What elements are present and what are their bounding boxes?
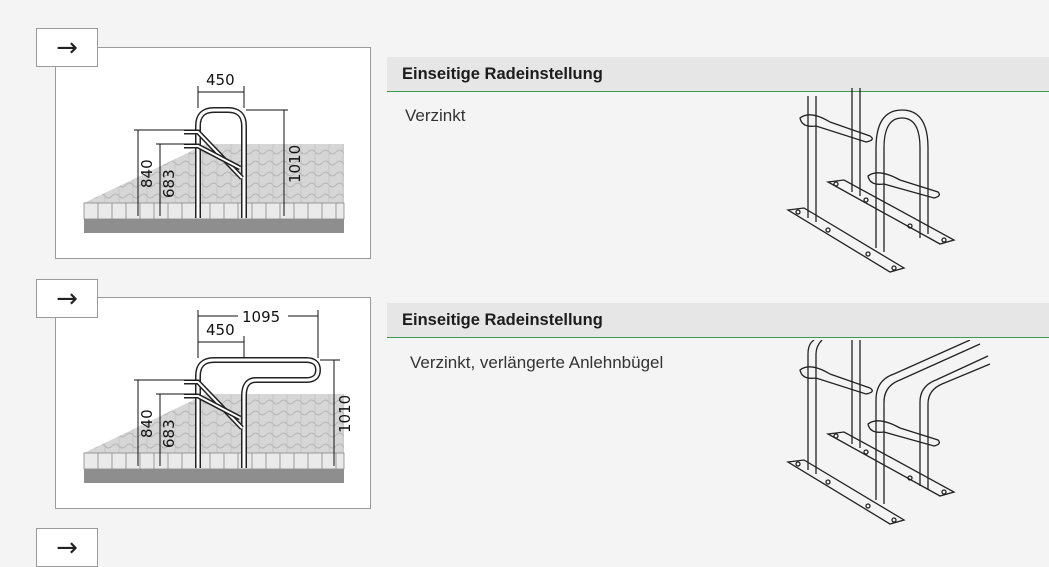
expand-arrow-button-1[interactable]: → [36,28,98,67]
product-title-1: Einseitige Radeinstellung [387,57,1049,92]
arrow-right-icon: → [56,32,78,63]
dim-height-total-label: 1010 [336,395,354,433]
dimension-drawing-1: 450 840 683 1010 [55,47,371,259]
product-block-2: 1095 450 840 683 1010 → Einseitige Radei… [36,279,1049,525]
expand-arrow-button-2[interactable]: → [36,279,98,318]
dim-height-inner-label: 683 [160,419,178,448]
product-block-1: 450 840 683 1010 → Einseitige Radeinstel… [0,0,1049,273]
product-title-2: Einseitige Radeinstellung [387,303,1049,338]
pavement-surface [84,394,344,453]
product-description-2: Verzinkt, verlängerte Anlehnbügel [410,353,664,372]
dimension-diagram-2: 1095 450 840 683 1010 [83,308,354,483]
expand-arrow-button-3[interactable]: → [36,528,98,567]
bike-rack-illustration-1 [786,88,956,273]
dim-height-inner-label: 683 [160,169,178,198]
dim-height-left-label: 840 [138,409,156,438]
arrow-right-icon: → [56,532,78,563]
dim-width-label: 450 [206,71,235,89]
pavement-surface [84,144,344,203]
dimension-drawing-2: 1095 450 840 683 1010 [55,297,371,509]
dim-width-label: 450 [206,321,235,339]
bike-rack-illustration-2 [786,340,990,525]
product-description-1: Verzinkt [405,106,466,125]
arrow-right-icon: → [56,283,78,314]
dim-height-total-label: 1010 [286,145,304,183]
dimension-diagram-1: 450 840 683 1010 [83,71,345,233]
dim-height-left-label: 840 [138,159,156,188]
dim-length-label: 1095 [242,308,280,326]
